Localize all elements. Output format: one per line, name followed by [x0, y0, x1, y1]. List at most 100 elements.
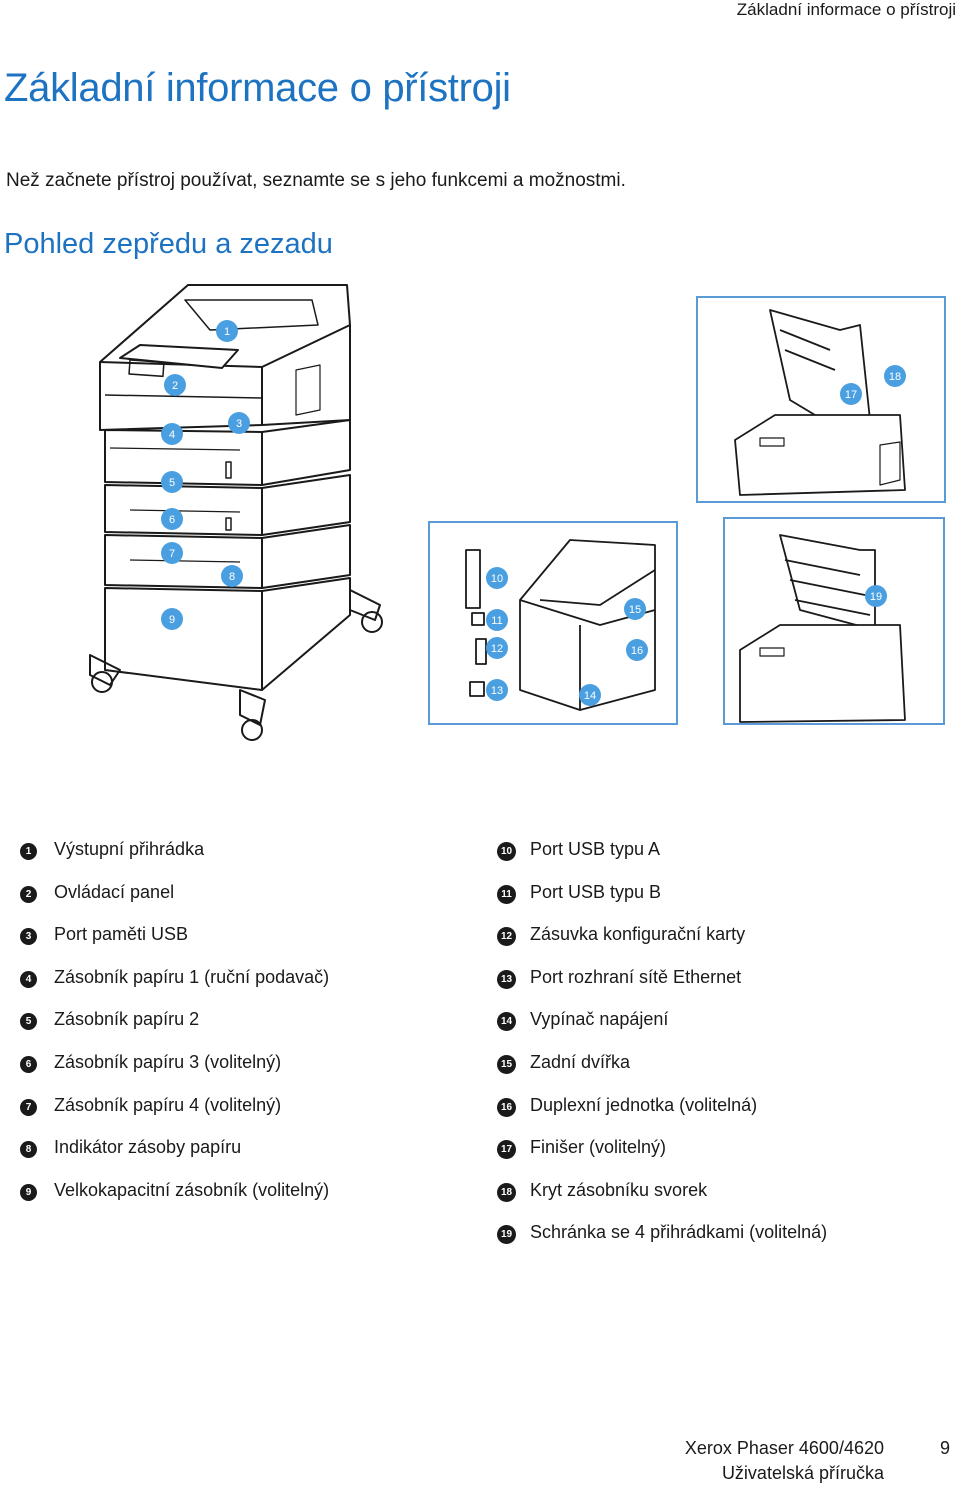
number-badge: 1 — [20, 843, 37, 860]
svg-text:14: 14 — [584, 690, 596, 702]
number-badge: 5 — [20, 1013, 37, 1031]
callout-15: 15 — [624, 598, 646, 620]
number-badge: 12 — [497, 927, 516, 947]
number-badge: 3 — [20, 928, 37, 946]
footer-guide: Uživatelská příručka — [721, 1463, 884, 1483]
legend-label: Zásobník papíru 1 (ruční podavač) — [54, 966, 330, 987]
legend-item: 7 Zásobník papíru 4 (volitelný) — [20, 1092, 329, 1135]
callout-13: 13 — [486, 679, 508, 701]
legend-label: Vypínač napájení — [530, 1009, 669, 1030]
callout-14: 14 — [579, 684, 601, 706]
callout-18: 18 — [884, 365, 906, 387]
legend-item: 19 Schránka se 4 přihrádkami (volitelná) — [497, 1219, 827, 1262]
legend-label: Port rozhraní sítě Ethernet — [530, 966, 742, 987]
legend-item: 16 Duplexní jednotka (volitelná) — [497, 1092, 827, 1135]
legend-item: 11 Port USB typu B — [497, 879, 827, 922]
number-badge: 19 — [497, 1225, 516, 1245]
callout-5: 5 — [161, 471, 183, 493]
legend-item: 2 Ovládací panel — [20, 879, 329, 922]
svg-text:3: 3 — [236, 418, 242, 430]
legend-label: Port USB typu B — [530, 881, 662, 902]
number-badge: 14 — [497, 1012, 516, 1032]
running-header: Základní informace o přístroji — [736, 0, 956, 19]
legend-label: Zásobník papíru 2 — [54, 1009, 200, 1030]
legend-label: Zásobník papíru 4 (volitelný) — [54, 1094, 282, 1115]
legend-label: Kryt zásobníku svorek — [530, 1179, 708, 1200]
legend-item: 4 Zásobník papíru 1 (ruční podavač) — [20, 964, 329, 1007]
legend-label: Výstupní přihrádka — [54, 839, 205, 859]
svg-text:18: 18 — [889, 371, 901, 383]
legend-item: 8 Indikátor zásoby papíru — [20, 1134, 329, 1177]
number-badge: 6 — [20, 1055, 37, 1073]
legend-label: Port paměti USB — [54, 924, 189, 945]
svg-text:9: 9 — [169, 614, 175, 626]
svg-text:10: 10 — [491, 573, 503, 585]
callout-12: 12 — [486, 637, 508, 659]
legend-item: 10 Port USB typu A — [497, 836, 827, 879]
number-badge: 2 — [20, 885, 37, 903]
page-title: Základní informace o přístroji — [4, 66, 511, 110]
callout-16: 16 — [626, 639, 648, 661]
number-badge: 18 — [497, 1182, 516, 1202]
callout-2: 2 — [164, 374, 186, 396]
callout-7: 7 — [161, 542, 183, 564]
legend-label: Port USB typu A — [530, 839, 661, 859]
section-title: Pohled zepředu a zezadu — [4, 228, 333, 260]
number-badge: 17 — [497, 1140, 516, 1160]
svg-text:12: 12 — [491, 643, 503, 655]
svg-text:19: 19 — [870, 591, 882, 603]
legend-label: Zadní dvířka — [530, 1051, 631, 1072]
svg-text:5: 5 — [169, 477, 175, 489]
svg-text:15: 15 — [629, 604, 641, 616]
legend-item: 14 Vypínač napájení — [497, 1006, 827, 1049]
number-badge: 7 — [20, 1098, 37, 1116]
callout-17: 17 — [840, 383, 862, 405]
legend-label: Velkokapacitní zásobník (volitelný) — [54, 1179, 330, 1200]
callout-6: 6 — [161, 508, 183, 530]
legend-label: Finišer (volitelný) — [530, 1137, 667, 1158]
number-badge: 8 — [20, 1141, 37, 1159]
legend-item: 6 Zásobník papíru 3 (volitelný) — [20, 1049, 329, 1092]
svg-text:4: 4 — [169, 429, 175, 441]
legend-item: 1 Výstupní přihrádka — [20, 836, 329, 879]
callout-19: 19 — [865, 585, 887, 607]
number-badge: 15 — [497, 1054, 516, 1074]
legend-item: 5 Zásobník papíru 2 — [20, 1006, 329, 1049]
number-badge: 10 — [497, 842, 516, 861]
legend-label: Zásuvka konfigurační karty — [530, 924, 746, 945]
callout-1: 1 — [216, 320, 238, 342]
svg-text:1: 1 — [224, 326, 230, 338]
callout-8: 8 — [221, 565, 243, 587]
legend-item: 17 Finišer (volitelný) — [497, 1134, 827, 1177]
callout-10: 10 — [486, 567, 508, 589]
svg-text:16: 16 — [631, 645, 643, 657]
intro-text: Než začnete přístroj používat, seznamte … — [6, 170, 626, 191]
svg-text:11: 11 — [491, 615, 502, 627]
printer-illustration: 1 2 3 4 5 6 7 8 9 10 11 12 13 14 15 16 1… — [0, 270, 960, 770]
legend-label: Zásobník papíru 3 (volitelný) — [54, 1051, 282, 1072]
number-badge: 11 — [497, 884, 516, 904]
svg-text:17: 17 — [845, 389, 857, 401]
legend-label: Duplexní jednotka (volitelná) — [530, 1094, 758, 1115]
footer-product: Xerox Phaser 4600/4620 — [684, 1438, 884, 1458]
callout-9: 9 — [161, 608, 183, 630]
legend-item: 3 Port paměti USB — [20, 921, 329, 964]
number-badge: 9 — [20, 1183, 37, 1201]
legend-item: 18 Kryt zásobníku svorek — [497, 1177, 827, 1220]
legend-item: 9 Velkokapacitní zásobník (volitelný) — [20, 1177, 329, 1220]
svg-text:8: 8 — [229, 571, 235, 583]
svg-text:2: 2 — [172, 380, 178, 392]
legend-label: Schránka se 4 přihrádkami (volitelná) — [530, 1222, 828, 1243]
callout-3: 3 — [228, 412, 250, 434]
number-badge: 13 — [497, 969, 516, 989]
number-badge: 4 — [20, 970, 37, 988]
number-badge: 16 — [497, 1097, 516, 1117]
printer-drawing: 1 2 3 4 5 6 7 8 9 10 11 12 13 14 15 16 1… — [89, 284, 946, 741]
callout-4: 4 — [161, 423, 183, 445]
svg-text:6: 6 — [169, 514, 175, 526]
legend-label: Indikátor zásoby papíru — [54, 1137, 242, 1158]
legend-item: 15 Zadní dvířka — [497, 1049, 827, 1092]
svg-text:13: 13 — [491, 685, 503, 697]
legend-label: Ovládací panel — [54, 881, 175, 902]
legend-item: 13 Port rozhraní sítě Ethernet — [497, 964, 827, 1007]
